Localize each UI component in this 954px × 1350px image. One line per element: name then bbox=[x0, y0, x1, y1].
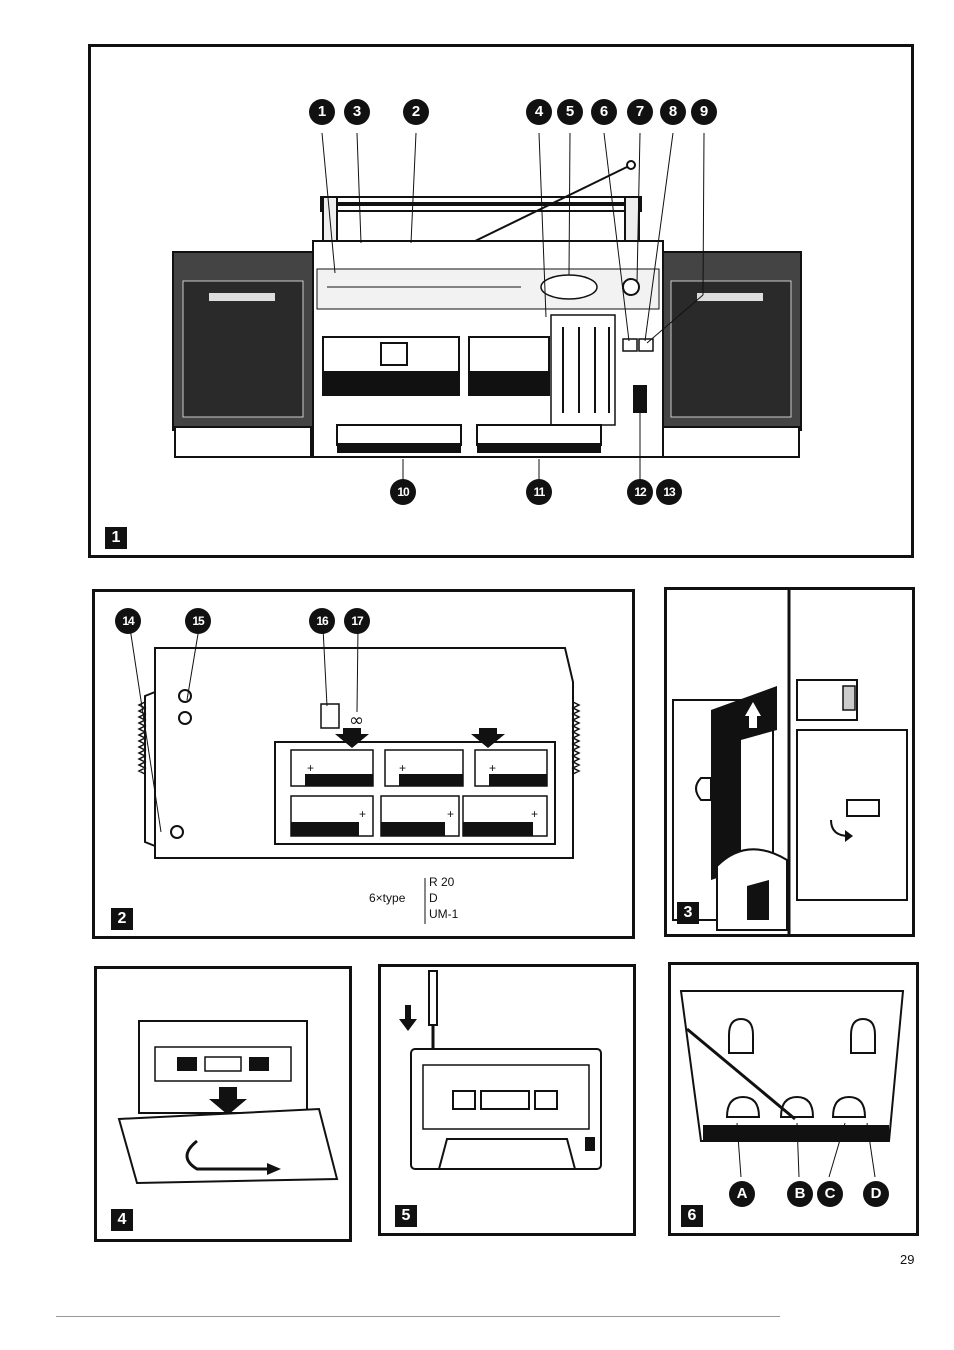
svg-text:+: + bbox=[307, 761, 314, 775]
panel-number-5: 5 bbox=[395, 1205, 417, 1227]
callout-14: 14 bbox=[115, 608, 141, 634]
callout-B: B bbox=[787, 1181, 813, 1207]
scan-artifact-line bbox=[56, 1316, 780, 1317]
figure-2-panel: ∞ + + + + + + 14 15 16 17 6× bbox=[92, 589, 635, 939]
panel-number-3: 3 bbox=[677, 902, 699, 924]
callout-6: 6 bbox=[591, 99, 617, 125]
figure-4-panel: 4 bbox=[94, 966, 352, 1242]
panel-number-1: 1 bbox=[105, 527, 127, 549]
panel-number-6: 6 bbox=[681, 1205, 703, 1227]
callout-D: D bbox=[863, 1181, 889, 1207]
callout-3: 3 bbox=[344, 99, 370, 125]
callout-10: 10 bbox=[390, 479, 416, 505]
page-number: 29 bbox=[900, 1252, 915, 1267]
battery-type-d: D bbox=[429, 891, 438, 905]
callout-1: 1 bbox=[309, 99, 335, 125]
figure-5-panel: 5 bbox=[378, 964, 636, 1236]
callout-2: 2 bbox=[403, 99, 429, 125]
callout-17: 17 bbox=[344, 608, 370, 634]
callout-8: 8 bbox=[660, 99, 686, 125]
panel-number-2: 2 bbox=[111, 908, 133, 930]
callout-A: A bbox=[729, 1181, 755, 1207]
svg-text:∞: ∞ bbox=[349, 710, 364, 731]
head-cleaning-illustration bbox=[679, 990, 905, 1178]
callout-15: 15 bbox=[185, 608, 211, 634]
battery-type-um1: UM-1 bbox=[429, 907, 459, 921]
svg-text:+: + bbox=[489, 761, 496, 775]
callout-9: 9 bbox=[691, 99, 717, 125]
callout-C: C bbox=[817, 1181, 843, 1207]
callout-12: 12 bbox=[627, 479, 653, 505]
svg-text:+: + bbox=[399, 761, 406, 775]
battery-count-label: 6×type bbox=[369, 891, 406, 905]
cassette-insert-illustration bbox=[117, 1020, 339, 1185]
svg-text:+: + bbox=[447, 807, 454, 821]
callout-13: 13 bbox=[656, 479, 682, 505]
figure-6-panel: A B C D 6 bbox=[668, 962, 919, 1236]
boombox-illustration bbox=[172, 132, 802, 481]
svg-text:+: + bbox=[359, 807, 366, 821]
callout-11: 11 bbox=[526, 479, 552, 505]
svg-text:+: + bbox=[531, 807, 538, 821]
figure-1-panel: 1 3 2 4 5 6 7 8 9 10 11 12 13 1 bbox=[88, 44, 914, 558]
callout-4: 4 bbox=[526, 99, 552, 125]
battery-type-r20: R 20 bbox=[429, 875, 455, 889]
figure-3-panel: 3 bbox=[664, 587, 915, 937]
callout-5: 5 bbox=[557, 99, 583, 125]
callout-7: 7 bbox=[627, 99, 653, 125]
callout-16: 16 bbox=[309, 608, 335, 634]
panel-number-4: 4 bbox=[111, 1209, 133, 1231]
battery-compartment-illustration: ∞ + + + + + + bbox=[129, 627, 581, 924]
cassette-door-illustration bbox=[672, 590, 908, 934]
tab-removal-illustration bbox=[399, 970, 602, 1170]
